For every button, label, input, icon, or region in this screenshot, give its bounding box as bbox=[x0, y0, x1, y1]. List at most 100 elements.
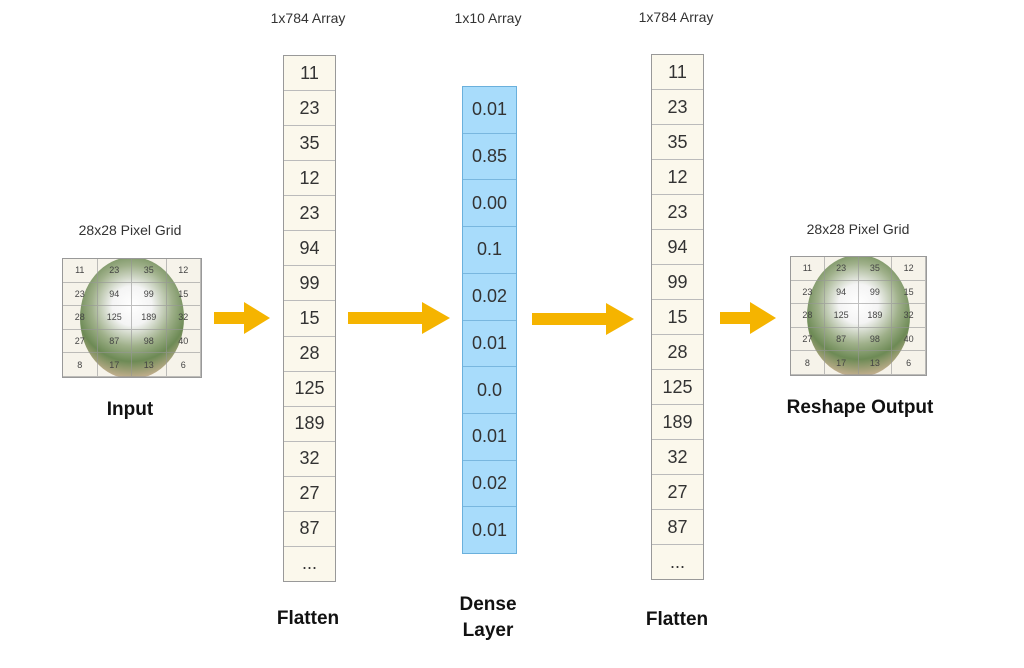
pixel-cell: 6 bbox=[892, 351, 926, 375]
pixel-cell: 32 bbox=[892, 304, 926, 328]
flatten1-caption: 1x784 Array bbox=[270, 10, 346, 26]
pixel-cell: 87 bbox=[824, 327, 859, 352]
pixel-cell: 28 bbox=[791, 304, 825, 328]
pixel-cell: 6 bbox=[166, 353, 201, 377]
array-cell: 35 bbox=[284, 126, 335, 162]
array-cell: 87 bbox=[284, 512, 335, 547]
output-caption: 28x28 Pixel Grid bbox=[806, 221, 910, 237]
array-cell: 12 bbox=[284, 161, 335, 197]
array-cell: 0.0 bbox=[463, 367, 516, 414]
pixel-cell: 87 bbox=[97, 329, 132, 354]
pixel-cell: 27 bbox=[63, 329, 98, 354]
array-cell: 23 bbox=[652, 195, 703, 230]
pixel-cell: 98 bbox=[132, 329, 167, 354]
array-cell: 11 bbox=[284, 56, 335, 92]
pixel-cell: 13 bbox=[858, 351, 893, 375]
array-cell: 32 bbox=[652, 440, 703, 475]
dense-title-line2: Layer bbox=[462, 620, 514, 641]
pixel-cell: 23 bbox=[97, 259, 132, 283]
array-cell: 28 bbox=[652, 335, 703, 370]
pixel-cell: 189 bbox=[858, 304, 893, 328]
pixel-cell: 12 bbox=[892, 257, 926, 281]
pixel-cell: 94 bbox=[97, 282, 132, 307]
array-cell: 0.01 bbox=[471, 519, 508, 540]
pixel-cell: 23 bbox=[824, 257, 859, 281]
array-cell: 12 bbox=[652, 160, 703, 195]
pixel-cell: 35 bbox=[132, 259, 167, 283]
array-cell: 35 bbox=[652, 125, 703, 160]
array-cell: 28 bbox=[284, 337, 335, 372]
dense-caption: 1x10 Array bbox=[454, 10, 522, 26]
pixel-cell: 99 bbox=[132, 282, 167, 307]
pixel-cell: 125 bbox=[97, 306, 132, 330]
array-cell: 99 bbox=[652, 265, 703, 300]
pixel-cell: 11 bbox=[63, 259, 98, 283]
array-cell: 0.01 bbox=[463, 414, 516, 461]
pixel-cell: 17 bbox=[97, 353, 132, 377]
array-cell: 94 bbox=[652, 230, 703, 265]
array-cell: 0.85 bbox=[463, 134, 516, 181]
array-cell: 27 bbox=[284, 477, 335, 512]
pixel-cell: 8 bbox=[63, 353, 98, 377]
output-title: Reshape Output bbox=[786, 397, 934, 418]
array-cell: ... bbox=[301, 553, 317, 574]
flatten2-caption: 1x784 Array bbox=[638, 9, 714, 25]
flatten2-title: Flatten bbox=[645, 609, 709, 630]
array-cell: 23 bbox=[652, 90, 703, 125]
arrow-right-icon bbox=[348, 302, 450, 334]
array-cell: 0.01 bbox=[463, 321, 516, 368]
pixel-cell: 27 bbox=[791, 327, 825, 352]
array-cell: 189 bbox=[652, 405, 703, 440]
array-cell: 11 bbox=[652, 55, 703, 90]
pixel-cell: 32 bbox=[166, 306, 201, 330]
pixel-cell: 17 bbox=[824, 351, 859, 375]
pixel-cell: 12 bbox=[166, 259, 201, 283]
array-cell: 15 bbox=[284, 301, 335, 337]
array-cell: 0.01 bbox=[463, 87, 516, 134]
pixel-cell: 99 bbox=[858, 280, 893, 305]
pixel-cell: 189 bbox=[132, 306, 167, 330]
array-cell: 189 bbox=[284, 407, 335, 442]
array-cell: ... bbox=[669, 551, 685, 572]
arrow-right-icon bbox=[720, 302, 776, 334]
array-cell: 99 bbox=[284, 266, 335, 302]
array-cell: 0.02 bbox=[463, 274, 516, 321]
array-cell: 0.1 bbox=[463, 227, 516, 274]
array-cell: 94 bbox=[284, 231, 335, 267]
arrow-right-icon bbox=[214, 302, 270, 334]
array-cell: 0.00 bbox=[463, 180, 516, 228]
pixel-cell: 23 bbox=[791, 280, 825, 305]
array-cell: 23 bbox=[284, 196, 335, 232]
pixel-cell: 11 bbox=[791, 257, 825, 281]
pixel-cell: 40 bbox=[892, 327, 926, 352]
arrow-right-icon bbox=[532, 303, 634, 335]
dense-title-line1: Dense bbox=[459, 594, 517, 615]
pixel-cell: 15 bbox=[892, 280, 926, 305]
array-cell: 15 bbox=[652, 300, 703, 335]
pixel-cell: 40 bbox=[166, 329, 201, 354]
pixel-cell: 15 bbox=[166, 282, 201, 307]
pixel-cell: 13 bbox=[132, 353, 167, 377]
flatten1-title: Flatten bbox=[276, 608, 340, 629]
pixel-cell: 94 bbox=[824, 280, 859, 305]
array-cell: 87 bbox=[652, 510, 703, 545]
array-cell: 27 bbox=[652, 475, 703, 510]
pixel-cell: 23 bbox=[63, 282, 98, 307]
array-cell: 125 bbox=[652, 370, 703, 405]
pixel-cell: 125 bbox=[824, 304, 859, 328]
pixel-cell: 8 bbox=[791, 351, 825, 375]
array-cell: 32 bbox=[284, 442, 335, 477]
pixel-cell: 35 bbox=[858, 257, 893, 281]
array-cell: 0.02 bbox=[463, 461, 516, 508]
array-cell: 23 bbox=[284, 91, 335, 127]
input-title: Input bbox=[106, 399, 154, 420]
pixel-cell: 98 bbox=[858, 327, 893, 352]
pixel-cell: 28 bbox=[63, 306, 98, 330]
